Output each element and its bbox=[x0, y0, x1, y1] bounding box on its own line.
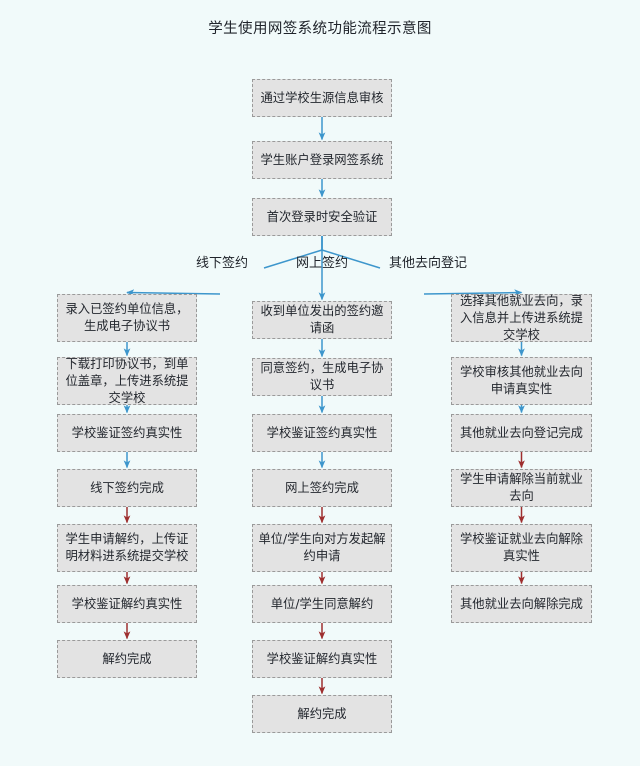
flow-node-r5: 学校鉴证就业去向解除真实性 bbox=[451, 524, 592, 572]
flow-node-label: 线下签约完成 bbox=[90, 480, 164, 495]
flow-node-label: 学生申请解约，上传证明材料进系统提交学校 bbox=[65, 532, 189, 563]
flow-node-label: 学校鉴证解约真实性 bbox=[71, 596, 183, 611]
branch-label-0: 线下签约 bbox=[195, 256, 249, 271]
flow-node-m4: 网上签约完成 bbox=[252, 469, 392, 507]
flow-node-label: 同意签约，生成电子协议书 bbox=[260, 361, 384, 392]
branch-label-1: 网上签约 bbox=[295, 256, 349, 271]
flow-node-label: 学校鉴证签约真实性 bbox=[266, 425, 378, 440]
branch-label-2: 其他去向登记 bbox=[388, 256, 468, 271]
flow-node-label: 下载打印协议书，到单位盖章，上传进系统提交学校 bbox=[65, 356, 189, 405]
flow-node-l2: 下载打印协议书，到单位盖章，上传进系统提交学校 bbox=[57, 357, 197, 405]
flow-node-l1: 录入已签约单位信息，生成电子协议书 bbox=[57, 294, 197, 342]
flow-node-r1: 选择其他就业去向，录入信息并上传进系统提交学校 bbox=[451, 294, 592, 342]
flow-node-label: 网上签约完成 bbox=[285, 480, 359, 495]
flow-node-m3: 学校鉴证签约真实性 bbox=[252, 414, 392, 452]
flow-node-n2: 学生账户登录网签系统 bbox=[252, 141, 392, 179]
flow-node-r2: 学校审核其他就业去向申请真实性 bbox=[451, 357, 592, 405]
flow-node-m2: 同意签约，生成电子协议书 bbox=[252, 358, 392, 396]
flow-node-m6: 单位/学生同意解约 bbox=[252, 585, 392, 623]
flow-node-label: 解约完成 bbox=[102, 651, 152, 666]
flow-node-label: 录入已签约单位信息，生成电子协议书 bbox=[65, 302, 189, 333]
flow-node-l7: 解约完成 bbox=[57, 640, 197, 678]
page-title: 学生使用网签系统功能流程示意图 bbox=[208, 21, 432, 37]
flow-node-label: 首次登录时安全验证 bbox=[266, 209, 378, 224]
flow-node-label: 学校鉴证解约真实性 bbox=[266, 651, 378, 666]
flow-node-r4: 学生申请解除当前就业去向 bbox=[451, 469, 592, 507]
flow-node-r6: 其他就业去向解除完成 bbox=[451, 585, 592, 623]
flow-node-l6: 学校鉴证解约真实性 bbox=[57, 585, 197, 623]
flow-node-label: 其他就业去向登记完成 bbox=[460, 425, 583, 440]
flow-node-m5: 单位/学生向对方发起解约申请 bbox=[252, 524, 392, 572]
flow-node-label: 单位/学生向对方发起解约申请 bbox=[258, 532, 386, 563]
flow-node-label: 选择其他就业去向，录入信息并上传进系统提交学校 bbox=[460, 293, 583, 342]
flow-node-label: 其他就业去向解除完成 bbox=[460, 596, 583, 611]
flow-node-l4: 线下签约完成 bbox=[57, 469, 197, 507]
flow-node-label: 单位/学生同意解约 bbox=[270, 596, 374, 611]
flow-node-l5: 学生申请解约，上传证明材料进系统提交学校 bbox=[57, 524, 197, 572]
flow-node-label: 学校鉴证就业去向解除真实性 bbox=[460, 532, 583, 563]
flow-node-m7: 学校鉴证解约真实性 bbox=[252, 640, 392, 678]
flow-node-label: 学校审核其他就业去向申请真实性 bbox=[460, 365, 583, 396]
flow-node-label: 解约完成 bbox=[297, 706, 347, 721]
flow-node-l3: 学校鉴证签约真实性 bbox=[57, 414, 197, 452]
flow-node-label: 通过学校生源信息审核 bbox=[260, 90, 384, 105]
flow-node-label: 收到单位发出的签约邀请函 bbox=[260, 304, 384, 335]
flow-node-label: 学校鉴证签约真实性 bbox=[71, 425, 183, 440]
flow-node-n1: 通过学校生源信息审核 bbox=[252, 79, 392, 117]
flow-node-n3: 首次登录时安全验证 bbox=[252, 198, 392, 236]
flow-node-m1: 收到单位发出的签约邀请函 bbox=[252, 301, 392, 339]
flow-node-label: 学生申请解除当前就业去向 bbox=[460, 472, 583, 503]
flow-node-label: 学生账户登录网签系统 bbox=[260, 152, 384, 167]
flow-node-m8: 解约完成 bbox=[252, 695, 392, 733]
flow-node-r3: 其他就业去向登记完成 bbox=[451, 414, 592, 452]
